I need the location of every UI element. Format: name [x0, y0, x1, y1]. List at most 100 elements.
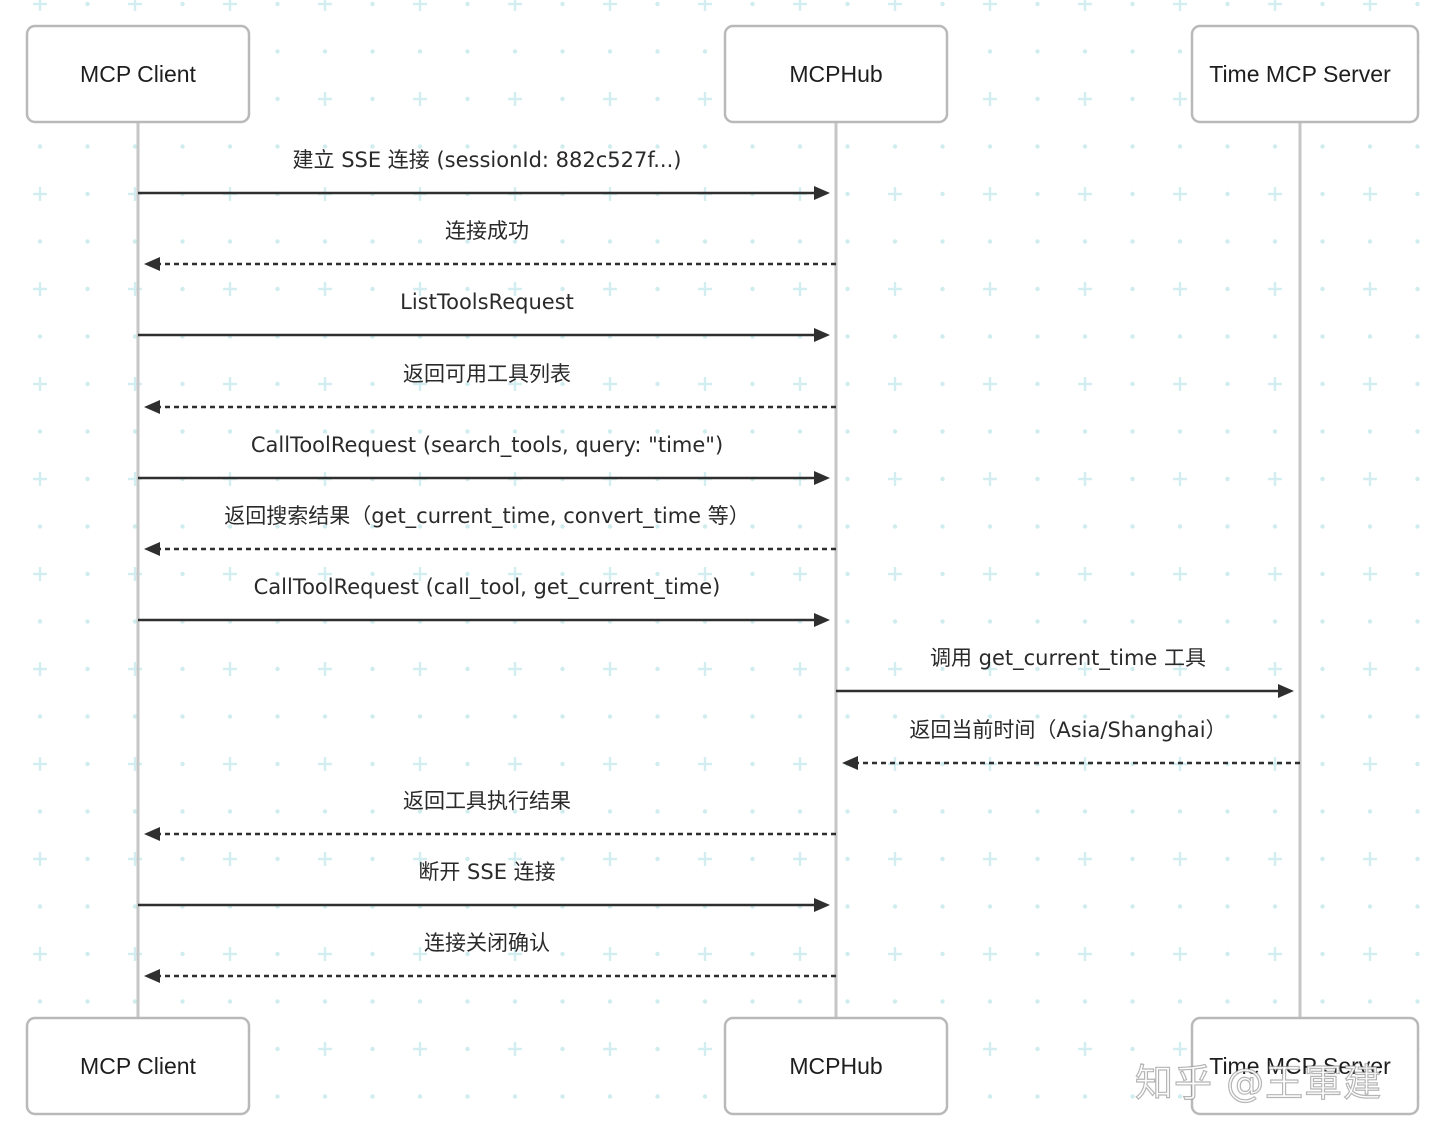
grid-dot [180, 381, 185, 387]
grid-dot [85, 191, 90, 197]
grid-dot [607, 49, 613, 54]
grid-dot [892, 619, 898, 624]
grid-plus-mark [1363, 282, 1377, 296]
grid-dot [85, 476, 90, 482]
grid-dot [465, 761, 470, 767]
grid-dot [275, 96, 280, 102]
grid-dot [940, 381, 945, 387]
grid-plus-mark [508, 282, 522, 296]
grid-dot [940, 429, 945, 434]
participant-label: Time MCP Server [1209, 1053, 1391, 1079]
grid-plus-mark [223, 947, 237, 961]
grid-dot [987, 239, 993, 244]
grid-dot [1320, 856, 1325, 862]
grid-dot [1415, 999, 1420, 1004]
grid-dot [370, 429, 375, 434]
grid-dot [1320, 951, 1325, 957]
grid-dot [1415, 809, 1420, 814]
grid-dot [560, 381, 565, 387]
grid-dot [845, 809, 850, 814]
grid-plus-mark [698, 377, 712, 391]
grid-dot [1320, 334, 1325, 339]
grid-dot [607, 1094, 613, 1099]
grid-dot [560, 856, 565, 862]
grid-dot [750, 856, 755, 862]
grid-dot [702, 144, 708, 149]
grid-plus-mark [1173, 947, 1187, 961]
grid-plus-mark [1268, 472, 1282, 486]
grid-plus-mark [33, 187, 47, 201]
grid-dot [655, 429, 660, 434]
grid-dot [655, 286, 660, 292]
grid-dot [1035, 571, 1040, 577]
grid-dot [892, 429, 898, 434]
grid-dot [37, 144, 43, 149]
grid-dot [132, 334, 138, 339]
grid-dot [940, 666, 945, 672]
grid-plus-mark [1363, 472, 1377, 486]
grid-dot [1035, 49, 1040, 54]
grid-dot [417, 144, 423, 149]
message-label: 返回工具执行结果 [403, 789, 571, 813]
grid-dot [940, 619, 945, 624]
grid-dot [1320, 571, 1325, 577]
grid-plus-mark [33, 852, 47, 866]
grid-dot [85, 619, 90, 624]
grid-dot [465, 286, 470, 292]
grid-dot [132, 904, 138, 909]
arrow-head [144, 827, 160, 841]
grid-dot [132, 144, 138, 149]
grid-plus-mark [983, 947, 997, 961]
grid-dot [845, 144, 850, 149]
grid-dot [512, 1094, 518, 1099]
grid-dot [37, 524, 43, 529]
grid-plus-mark [1268, 282, 1282, 296]
grid-plus-mark [1268, 0, 1282, 11]
grid-dot [1035, 334, 1040, 339]
grid-dot [417, 714, 423, 719]
grid-dot [655, 1, 660, 7]
grid-dot [322, 999, 328, 1004]
grid-plus-mark [33, 0, 47, 11]
grid-dot [892, 904, 898, 909]
grid-dot [322, 239, 328, 244]
grid-dot [465, 999, 470, 1004]
grid-dot [797, 999, 803, 1004]
participant-box-client-bottom: MCP Client [25, 1016, 251, 1116]
grid-dot [1082, 524, 1088, 529]
grid-dot [417, 999, 423, 1004]
grid-dot [940, 191, 945, 197]
grid-dot [702, 714, 708, 719]
grid-dot [1367, 239, 1373, 244]
message-arrow: ListToolsRequest [138, 290, 830, 342]
grid-dot [702, 429, 708, 434]
grid-dot [560, 1094, 565, 1099]
grid-plus-mark [698, 0, 712, 11]
message-arrow: 调用 get_current_time 工具 [836, 646, 1294, 698]
messages: 建立 SSE 连接 (sessionId: 882c527f...)连接成功Li… [138, 148, 1300, 983]
grid-plus-mark [1363, 187, 1377, 201]
grid-dot [1035, 239, 1040, 244]
grid-dot [417, 524, 423, 529]
grid-plus-mark [223, 757, 237, 771]
grid-plus-mark [1268, 567, 1282, 581]
grid-dot [85, 239, 90, 244]
participant-label: MCP Client [80, 1053, 196, 1079]
grid-plus-mark [1173, 662, 1187, 676]
grid-plus-mark [603, 1042, 617, 1056]
grid-dot [1225, 809, 1230, 814]
grid-dot [370, 524, 375, 529]
grid-dot [180, 144, 185, 149]
grid-dot [1035, 1094, 1040, 1099]
grid-dot [85, 999, 90, 1004]
grid-dot [940, 856, 945, 862]
grid-dot [940, 476, 945, 482]
grid-dot [180, 429, 185, 434]
grid-dot [845, 999, 850, 1004]
grid-dot [132, 429, 138, 434]
grid-dot [1367, 144, 1373, 149]
grid-dot [1225, 571, 1230, 577]
grid-plus-mark [603, 92, 617, 106]
grid-dot [465, 96, 470, 102]
grid-dot [560, 1046, 565, 1052]
